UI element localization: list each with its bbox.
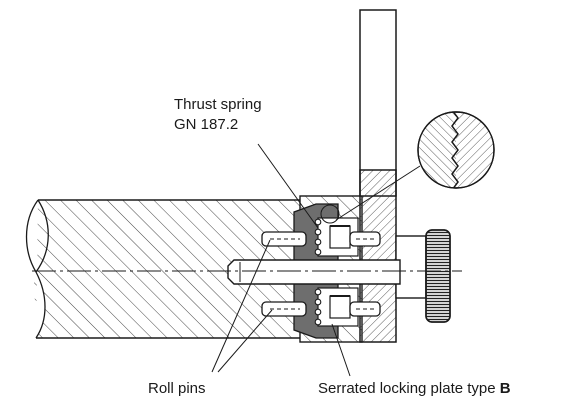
leader-roll-pins-2 [217,309,273,373]
knurled-knob [425,229,451,323]
serrated-plate-label-text: Serrated locking plate type [318,380,500,397]
thrust-spring-label-line1: Thrust spring [174,96,262,113]
leader-lines [211,143,351,377]
leader-roll-pins-1 [211,239,271,373]
roll-pins-label: Roll pins [148,380,206,397]
leader-thrust-spring [257,143,319,229]
center-bolt [227,259,401,285]
thrust-springs [314,218,322,326]
leader-serrated-plate [331,323,351,377]
lever-plate [359,9,427,343]
serrated-plate-label: Serrated locking plate type B [318,380,511,398]
roll-pins [261,231,381,317]
shaft [25,199,301,339]
serrated-plate-type: B [499,380,511,397]
thrust-spring-label-line2: GN 187.2 [174,116,239,133]
